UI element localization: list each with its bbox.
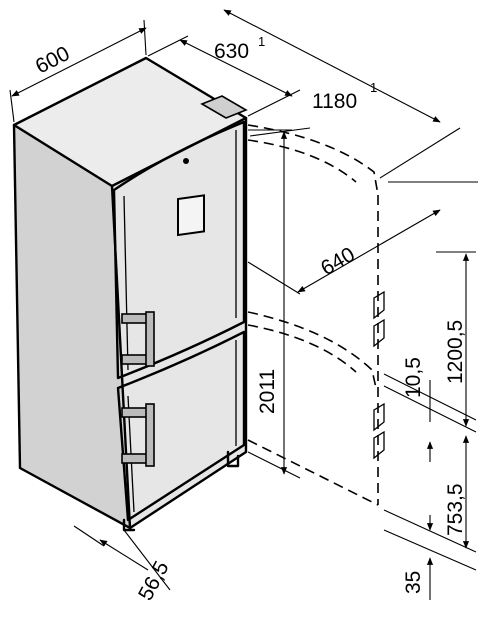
fridge	[12, 56, 248, 532]
depth-footnote: 1	[258, 34, 265, 49]
section-dimensions: 1200,5 10,5 753,5 35	[383, 251, 477, 600]
gap-label: 10,5	[402, 357, 425, 398]
lower-section-label: 753,5	[444, 483, 467, 536]
door-open-depth-dimension: 1180 1	[223, 9, 461, 179]
plinth-label: 35	[402, 571, 425, 594]
display-panel	[177, 194, 205, 237]
door-offset-dimension: 56,5	[73, 525, 174, 604]
width-label: 600	[32, 42, 74, 78]
open-door-outline	[247, 124, 385, 506]
logo-dot	[183, 158, 189, 164]
niche-depth-label: 640	[317, 243, 359, 280]
lower-door	[116, 330, 246, 522]
fridge-side-panel	[14, 125, 130, 528]
door-open-depth-label: 1180	[312, 90, 357, 113]
height-label: 2011	[256, 369, 279, 414]
niche-depth-dimension: 640	[247, 181, 478, 295]
door-open-footnote: 1	[370, 80, 377, 95]
depth-label: 630	[214, 40, 249, 63]
upper-section-label: 1200,5	[444, 320, 467, 384]
upper-door-handles	[121, 311, 155, 367]
height-dimension: 2011	[247, 129, 301, 479]
lower-door-handles	[121, 403, 155, 467]
